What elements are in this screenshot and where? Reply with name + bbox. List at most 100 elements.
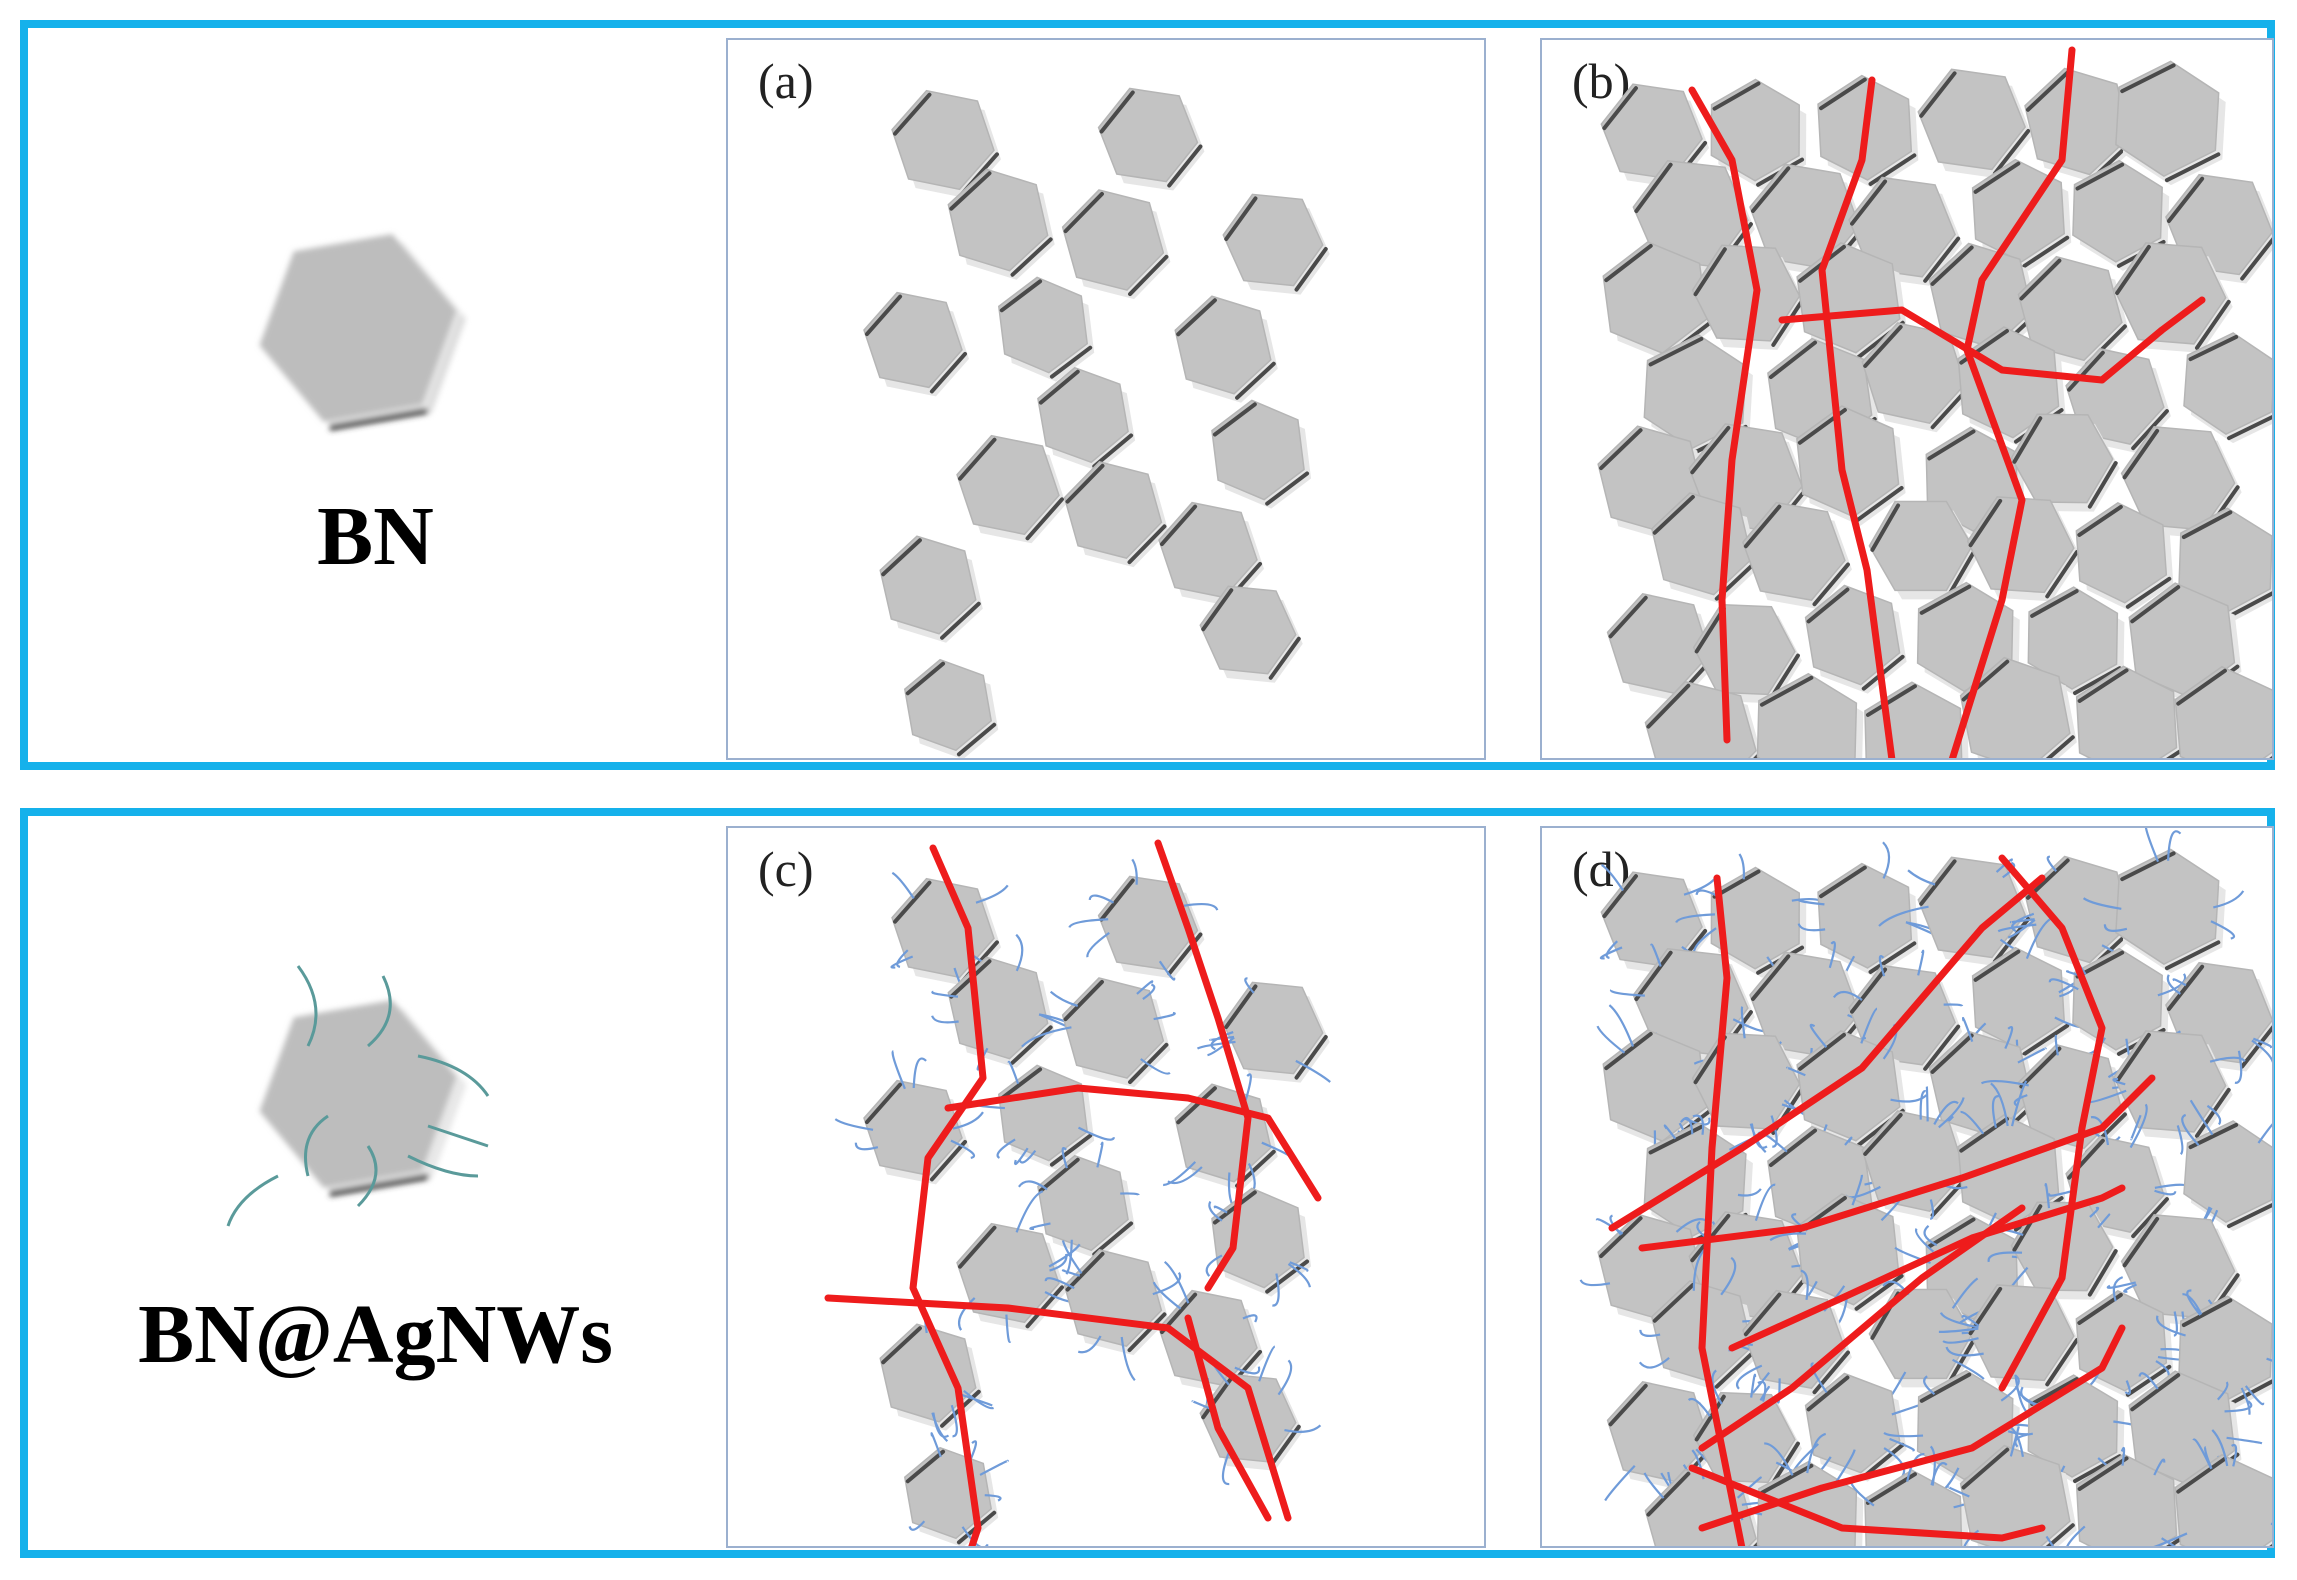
bn-platelet	[1199, 585, 1303, 683]
silver-nanowire	[975, 884, 1009, 904]
silver-nanowire	[1960, 1110, 1985, 1135]
silver-nanowire	[1021, 1026, 1072, 1048]
thermal-conduction-path	[909, 844, 987, 1546]
panel-c-drawing	[824, 839, 1331, 1546]
silver-nanowire	[2156, 1315, 2186, 1337]
silver-nanowire	[296, 965, 318, 1047]
silver-nanowire	[1919, 1090, 1927, 1120]
silver-nanowire	[1809, 1023, 1828, 1049]
silver-nanowire	[2172, 978, 2187, 987]
silver-nanowire	[304, 1114, 329, 1177]
silver-nanowire	[417, 1054, 490, 1097]
bn-platelet	[1861, 322, 1973, 433]
silver-nanowire	[1258, 1345, 1276, 1382]
silver-nanowire	[1015, 1190, 1044, 1233]
bn-platelet	[1602, 241, 1714, 363]
silver-nanowire	[1208, 1200, 1223, 1222]
silver-nanowire	[834, 1118, 874, 1131]
silver-nanowire	[1610, 989, 1645, 997]
silver-nanowire	[2103, 924, 2128, 932]
panel-d: (d)	[1540, 826, 2274, 1548]
silver-nanowire	[1096, 1141, 1104, 1168]
bn-row: BN (a) (b)	[20, 20, 2275, 770]
bn-platelet	[2024, 67, 2137, 184]
silver-nanowire	[1272, 1273, 1280, 1307]
silver-nanowire	[226, 1174, 279, 1227]
silver-nanowire	[1995, 858, 2013, 873]
silver-nanowire	[2166, 974, 2182, 995]
bn-platelet	[956, 434, 1066, 544]
panel-c-label: (c)	[758, 841, 814, 897]
panel-b: (b)	[1540, 38, 2274, 760]
silver-nanowire	[2044, 1183, 2051, 1209]
silver-nanowire	[1737, 1188, 1762, 1197]
silver-nanowire	[1295, 1059, 1331, 1083]
bn-agnws-platelet-icon	[226, 965, 490, 1227]
silver-nanowire	[1643, 1472, 1665, 1499]
silver-nanowire	[1086, 931, 1110, 958]
silver-nanowire	[427, 1124, 489, 1148]
bn-platelet	[997, 276, 1095, 382]
thermal-conduction-path	[1154, 839, 1252, 1292]
bn-platelet	[2174, 1453, 2272, 1546]
silver-nanowire	[1806, 1432, 1827, 1474]
silver-nanowire	[367, 975, 392, 1048]
silver-nanowire	[2240, 1387, 2251, 1415]
bn-platelet	[2183, 1120, 2272, 1232]
silver-nanowire	[1018, 1149, 1037, 1164]
silver-nanowire	[1244, 977, 1255, 994]
silver-nanowire	[1284, 1424, 1322, 1433]
silver-nanowire	[1207, 1036, 1235, 1057]
silver-nanowire	[1196, 1040, 1236, 1050]
bn-platelet	[1917, 856, 2033, 967]
bn-platelet	[1861, 1110, 1973, 1221]
thermal-conduction-path	[1728, 1184, 2126, 1352]
silver-nanowire	[891, 871, 915, 900]
bn-platelet	[947, 168, 1055, 280]
silver-nanowire	[2123, 1283, 2137, 1293]
bn-platelet	[1061, 977, 1171, 1088]
silver-nanowire	[1997, 923, 2037, 933]
silver-nanowire	[891, 1050, 906, 1090]
thermal-conduction-path	[944, 1084, 1322, 1202]
silver-nanowire	[1163, 1260, 1190, 1304]
bn-platelet	[2174, 665, 2272, 758]
silver-nanowire	[1049, 990, 1079, 1007]
silver-nanowire	[1014, 1147, 1029, 1166]
bn-platelet	[2010, 413, 2120, 512]
silver-nanowire	[1007, 1060, 1020, 1085]
silver-nanowire	[1797, 898, 1825, 906]
silver-nanowire	[1205, 1254, 1223, 1277]
bn-platelet	[1868, 500, 1980, 600]
bn-platelet	[863, 291, 970, 397]
silver-nanowire	[2209, 1056, 2246, 1063]
bn-platelet	[1174, 295, 1278, 403]
silver-nanowire	[1851, 1174, 1863, 1206]
silver-nanowire	[1650, 943, 1662, 967]
silver-nanowire	[2182, 1293, 2203, 1315]
silver-nanowire	[1917, 949, 1925, 976]
silver-nanowire	[2009, 1426, 2020, 1457]
silver-nanowire	[1221, 1451, 1231, 1486]
bn-platelet	[2027, 586, 2125, 698]
silver-nanowire	[950, 1404, 958, 1438]
silver-nanowire	[1990, 1082, 2009, 1127]
silver-nanowire	[1991, 1095, 2000, 1128]
silver-nanowire	[1680, 1117, 1694, 1135]
silver-nanowire	[2173, 1311, 2179, 1337]
silver-nanowire	[2251, 1039, 2272, 1064]
silver-nanowire	[1140, 1058, 1171, 1075]
silver-nanowire	[1289, 1261, 1309, 1272]
thermal-conduction-path	[1698, 874, 1746, 1546]
silver-nanowire	[1844, 1136, 1853, 1146]
bn-platelet	[1692, 1391, 1802, 1492]
silver-nanowire	[2154, 1189, 2177, 1196]
silver-nanowire	[1077, 1335, 1102, 1354]
silver-nanowire	[1759, 1385, 1770, 1401]
thermal-conduction-path	[1184, 1314, 1272, 1522]
silver-nanowire	[1939, 1312, 1979, 1329]
silver-nanowire	[2167, 830, 2182, 861]
thermal-conduction-path	[1778, 296, 2206, 384]
bn-platelet	[1097, 87, 1205, 191]
silver-nanowire	[1142, 983, 1156, 1000]
